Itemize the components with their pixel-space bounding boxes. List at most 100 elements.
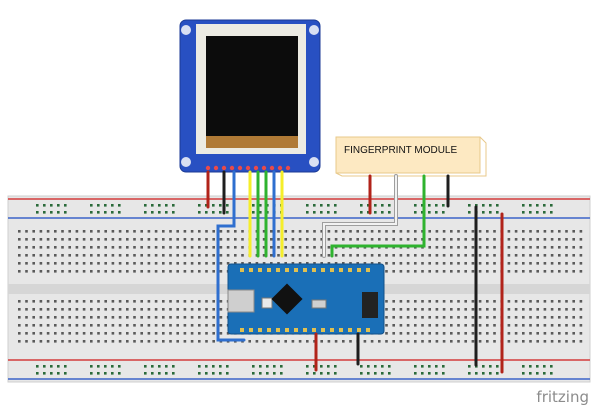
breadboard-hole xyxy=(111,211,114,214)
breadboard-hole xyxy=(82,300,86,303)
breadboard-hole xyxy=(482,372,485,375)
breadboard-hole xyxy=(421,340,424,343)
breadboard-hole xyxy=(118,270,122,273)
breadboard-hole xyxy=(183,238,187,241)
breadboard-hole xyxy=(522,238,525,241)
breadboard-hole xyxy=(46,308,50,311)
breadboard-hole xyxy=(36,204,39,207)
breadboard-hole xyxy=(435,246,439,249)
breadboard-hole xyxy=(356,262,359,265)
arduino-pin xyxy=(321,328,325,332)
usb-connector xyxy=(227,289,255,313)
breadboard-hole xyxy=(43,372,46,375)
breadboard-hole xyxy=(118,300,122,303)
breadboard-hole xyxy=(550,365,553,368)
breadboard-hole xyxy=(46,324,50,327)
arduino-pins xyxy=(240,268,370,332)
breadboard-hole xyxy=(320,365,323,368)
breadboard-hole xyxy=(536,365,539,368)
arduino-pin xyxy=(303,268,307,272)
breadboard-hole xyxy=(399,262,403,265)
breadboard-hole xyxy=(190,340,194,343)
breadboard-hole xyxy=(46,316,50,319)
breadboard-hole xyxy=(435,365,438,368)
breadboard-hole xyxy=(374,365,377,368)
breadboard-hole xyxy=(457,324,460,327)
breadboard-hole xyxy=(442,300,446,303)
breadboard-hole xyxy=(399,324,403,327)
breadboard-hole xyxy=(406,230,410,233)
breadboard-hole xyxy=(471,238,475,241)
arduino-pin xyxy=(312,268,316,272)
breadboard-hole xyxy=(565,270,568,273)
breadboard-hole xyxy=(39,316,43,319)
breadboard-hole xyxy=(270,230,273,233)
breadboard-hole xyxy=(133,270,136,273)
breadboard-hole xyxy=(104,332,107,335)
breadboard-hole xyxy=(169,316,172,319)
breadboard-hole xyxy=(507,246,511,249)
breadboard-hole xyxy=(259,365,262,368)
breadboard-hole xyxy=(306,246,309,249)
breadboard-hole xyxy=(536,332,539,335)
breadboard-hole xyxy=(111,300,115,303)
breadboard-hole xyxy=(111,308,115,311)
breadboard-hole xyxy=(75,324,79,327)
breadboard-hole xyxy=(370,254,374,257)
breadboard-hole xyxy=(572,308,575,311)
breadboard-hole xyxy=(75,238,79,241)
breadboard-hole xyxy=(219,300,223,303)
arduino-pin xyxy=(330,328,334,332)
breadboard-hole xyxy=(435,204,438,207)
breadboard-hole xyxy=(514,246,518,249)
breadboard-hole xyxy=(126,230,129,233)
breadboard-hole xyxy=(435,372,438,375)
breadboard-hole xyxy=(198,300,201,303)
breadboard-hole xyxy=(75,308,79,311)
breadboard-hole xyxy=(478,300,482,303)
wire-fp-green xyxy=(330,174,426,258)
breadboard-hole xyxy=(471,246,475,249)
breadboard-hole xyxy=(270,238,273,241)
breadboard-hole xyxy=(97,300,100,303)
breadboard-hole xyxy=(50,365,53,368)
breadboard-hole xyxy=(392,316,395,319)
breadboard-hole xyxy=(118,211,121,214)
breadboard-hole xyxy=(522,316,525,319)
breadboard-hole xyxy=(46,332,50,335)
breadboard-hole xyxy=(147,270,151,273)
breadboard-hole xyxy=(147,308,151,311)
breadboard-hole xyxy=(428,365,431,368)
breadboard-hole xyxy=(313,365,316,368)
breadboard-hole xyxy=(478,324,482,327)
breadboard-hole xyxy=(147,324,151,327)
tft-flex-cable xyxy=(206,136,298,148)
breadboard-hole xyxy=(75,316,79,319)
breadboard-hole xyxy=(68,308,71,311)
breadboard-hole xyxy=(342,340,345,343)
breadboard-hole xyxy=(392,308,395,311)
arduino-pin xyxy=(348,268,352,272)
breadboard-hole xyxy=(489,365,492,368)
breadboard-hole xyxy=(154,300,158,303)
breadboard-hole xyxy=(284,340,287,343)
breadboard-hole xyxy=(176,230,179,233)
breadboard-hole xyxy=(489,204,492,207)
breadboard-hole xyxy=(457,270,460,273)
breadboard-hole xyxy=(169,340,172,343)
reset-button xyxy=(261,297,273,309)
breadboard-hole xyxy=(414,308,417,311)
breadboard-hole xyxy=(414,300,417,303)
breadboard-hole xyxy=(435,254,439,257)
breadboard-hole xyxy=(478,230,482,233)
breadboard-hole xyxy=(284,262,287,265)
arduino-pin xyxy=(303,328,307,332)
breadboard-hole xyxy=(381,372,384,375)
breadboard-hole xyxy=(54,308,57,311)
breadboard-hole xyxy=(25,324,28,327)
breadboard-hole xyxy=(18,262,21,265)
breadboard-hole xyxy=(514,270,518,273)
breadboard-hole xyxy=(39,246,43,249)
breadboard-hole xyxy=(529,270,532,273)
breadboard-hole xyxy=(306,365,309,368)
